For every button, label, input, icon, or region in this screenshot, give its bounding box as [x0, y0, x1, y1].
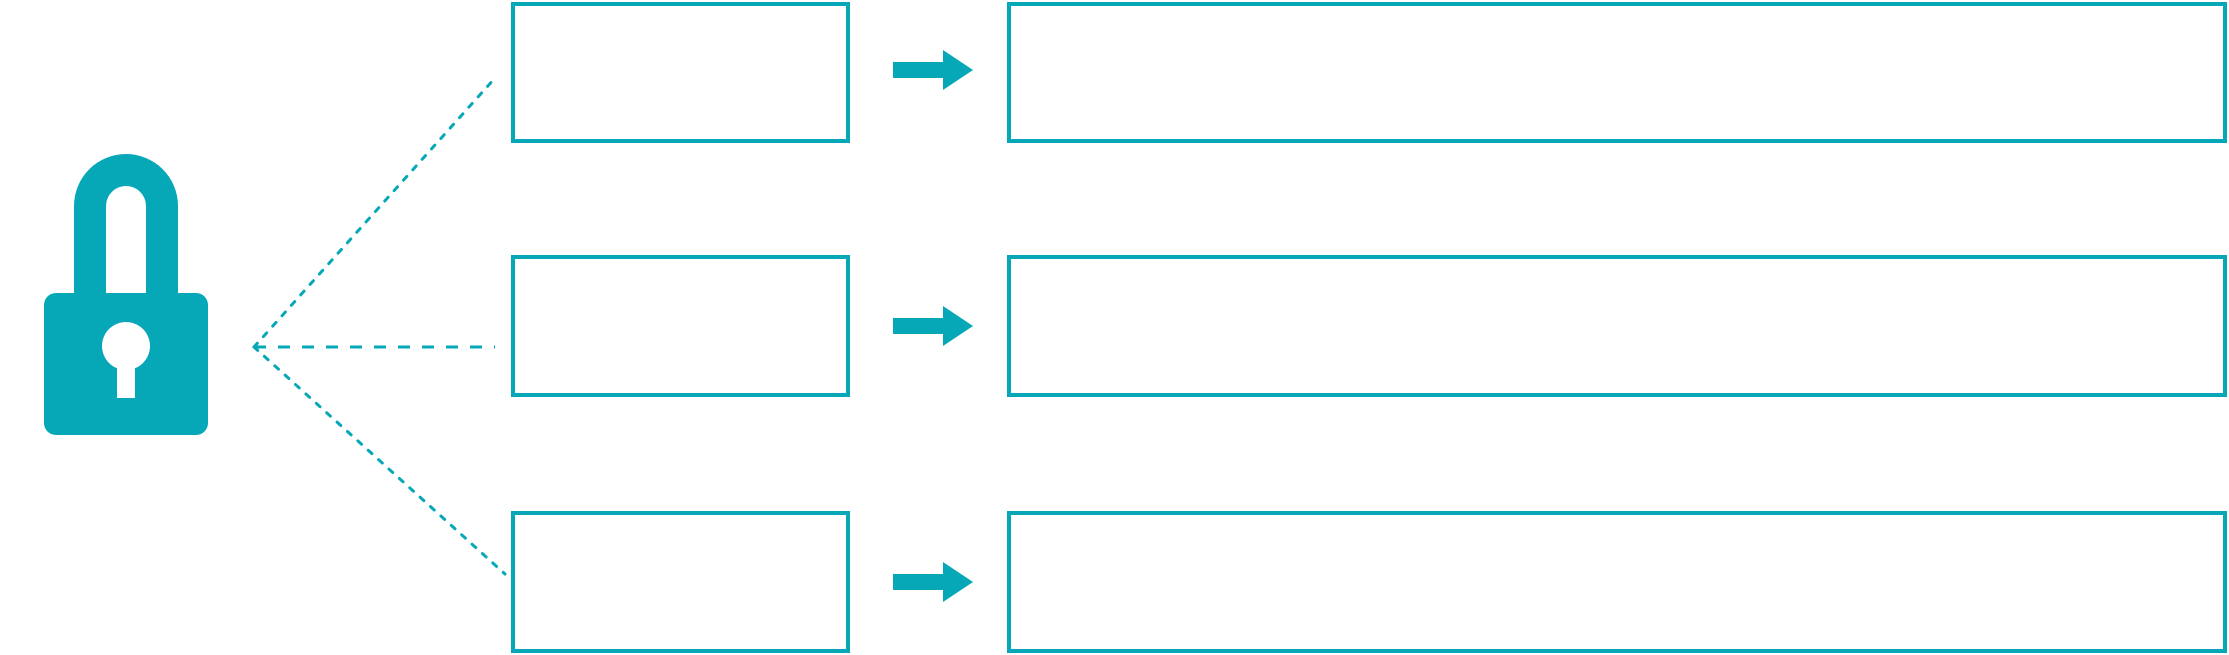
stage-box-right-2-label	[1011, 259, 2223, 393]
stage-box-left-3-label	[515, 515, 846, 649]
stage-box-right-2[interactable]	[1007, 255, 2227, 397]
right-arrow-icon-1	[893, 48, 973, 92]
lock-icon-glyph	[44, 154, 208, 435]
lock-icon	[28, 150, 224, 440]
stage-box-left-1[interactable]	[511, 2, 850, 143]
right-arrow-icon-2	[893, 304, 973, 348]
stage-box-left-3[interactable]	[511, 511, 850, 653]
connector-line-1	[252, 76, 497, 349]
stage-box-left-2[interactable]	[511, 255, 850, 397]
stage-box-right-1-label	[1011, 6, 2223, 139]
stage-box-left-1-label	[515, 6, 846, 139]
stage-box-left-2-label	[515, 259, 846, 393]
connector-line-3	[252, 345, 507, 576]
stage-box-right-1[interactable]	[1007, 2, 2227, 143]
stage-box-right-3[interactable]	[1007, 511, 2227, 653]
right-arrow-icon-3	[893, 560, 973, 604]
stage-box-right-3-label	[1011, 515, 2223, 649]
